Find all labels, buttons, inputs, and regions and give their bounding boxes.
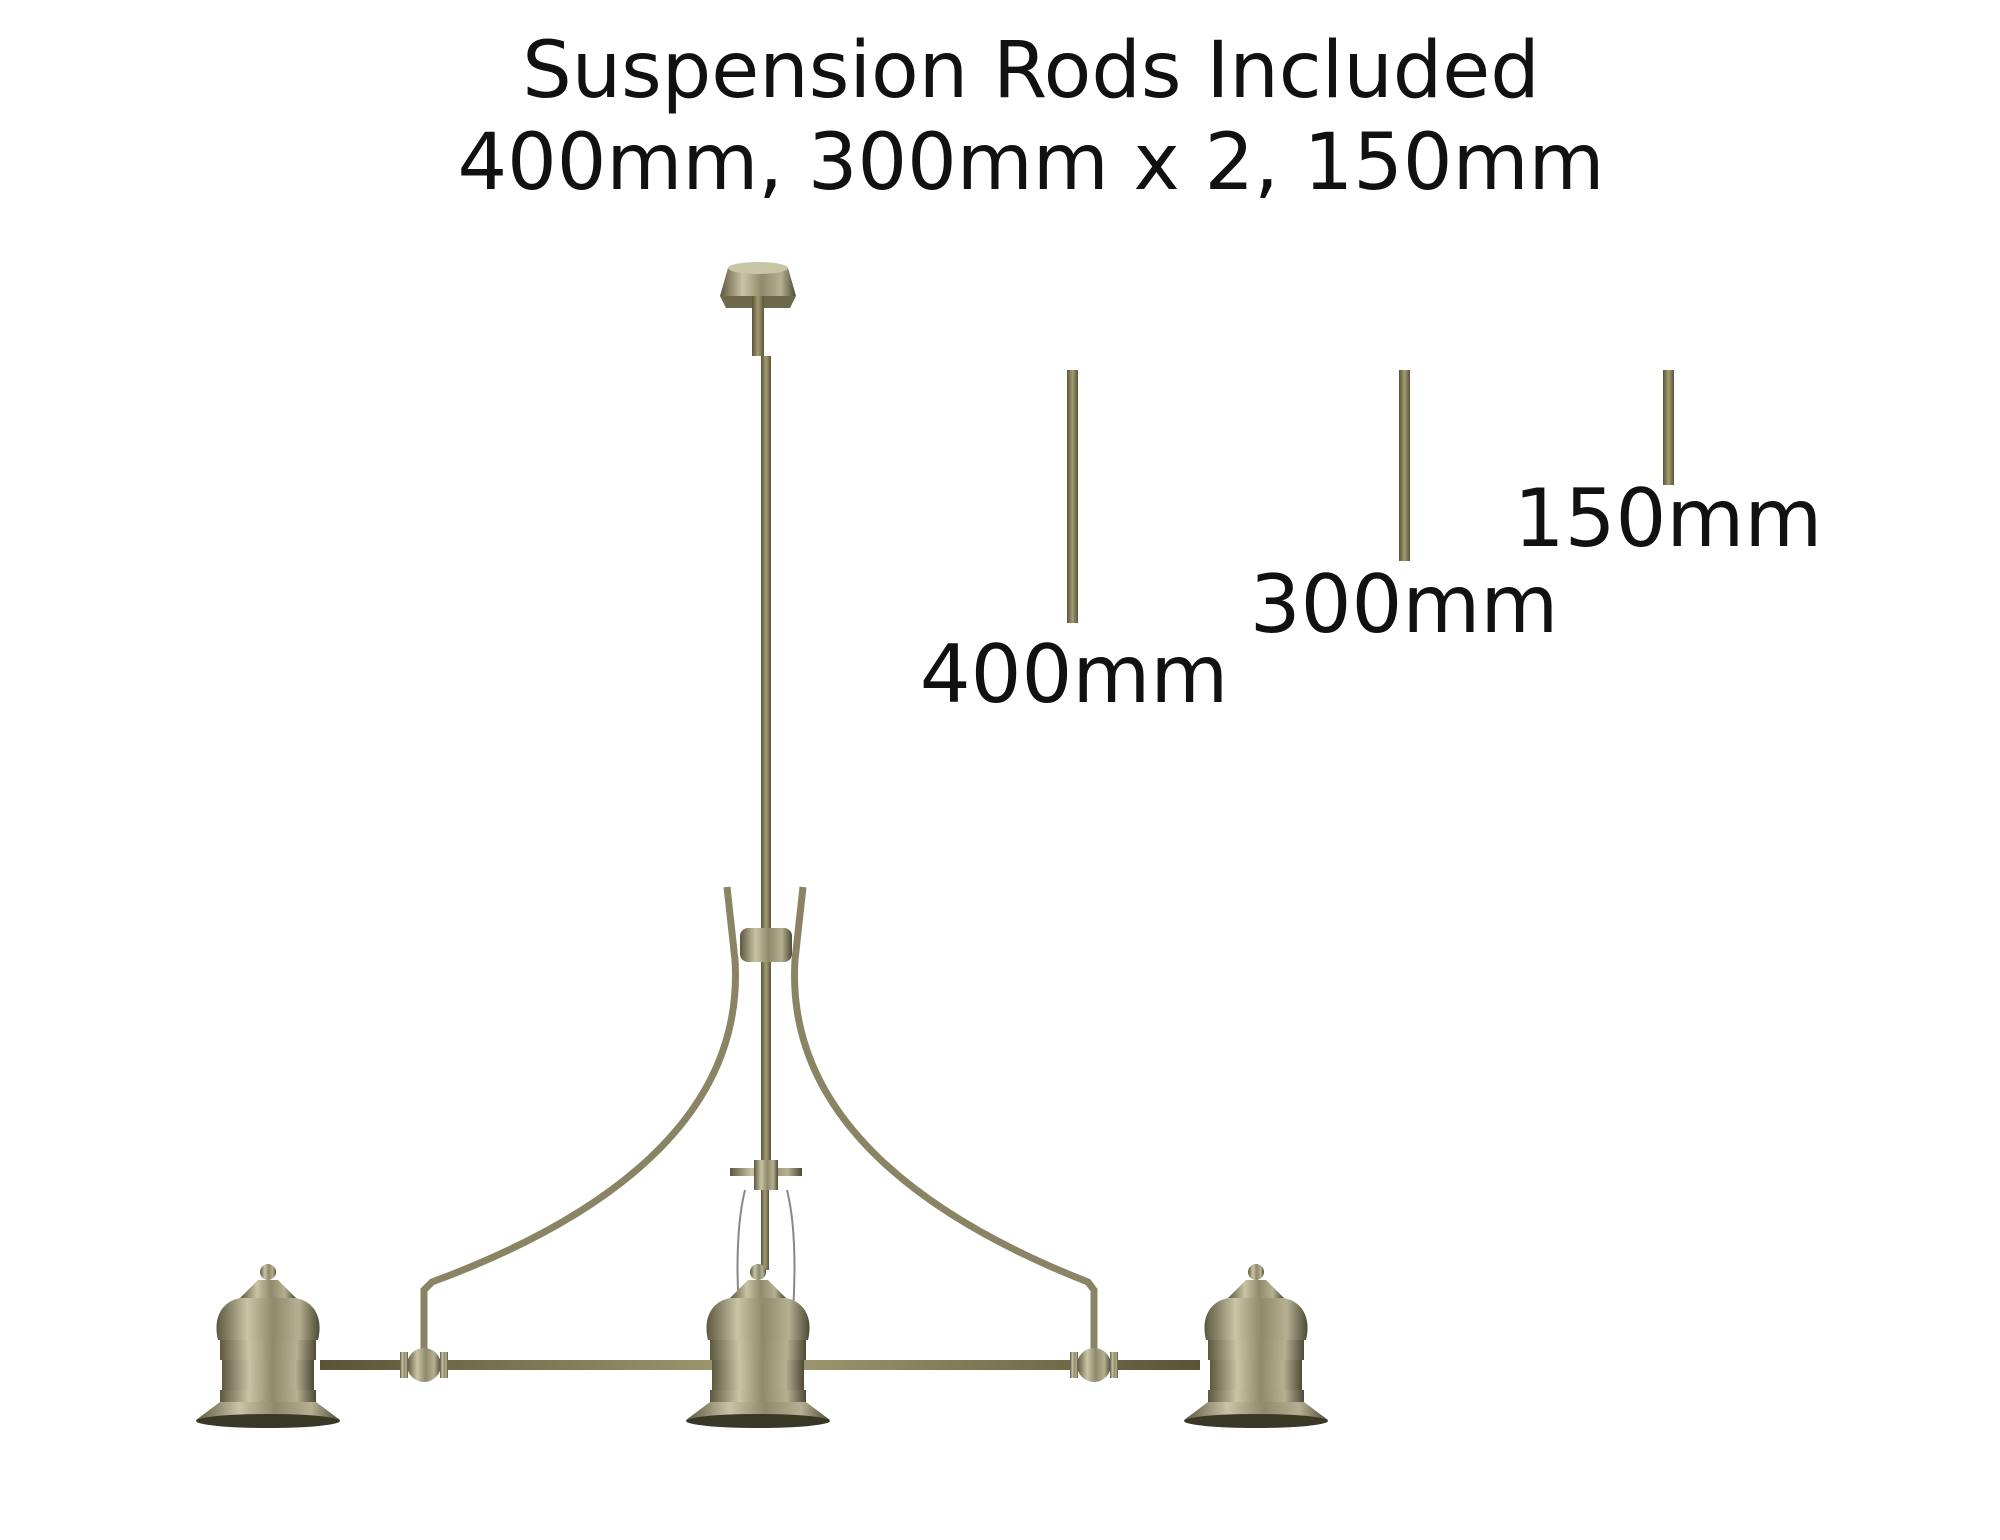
rod-150mm [1663, 370, 1674, 485]
rod-300mm [1399, 370, 1410, 561]
heading-line-1: Suspension Rods Included [522, 26, 1540, 116]
rod-400mm [1067, 370, 1078, 623]
rod-400mm-label: 400mm [920, 628, 1229, 721]
rod-300mm-label: 300mm [1250, 558, 1559, 651]
pendant-light-fixture [196, 262, 1328, 1428]
heading-line-2: 400mm, 300mm x 2, 150mm [457, 118, 1604, 208]
rod-150mm-label: 150mm [1514, 472, 1823, 565]
